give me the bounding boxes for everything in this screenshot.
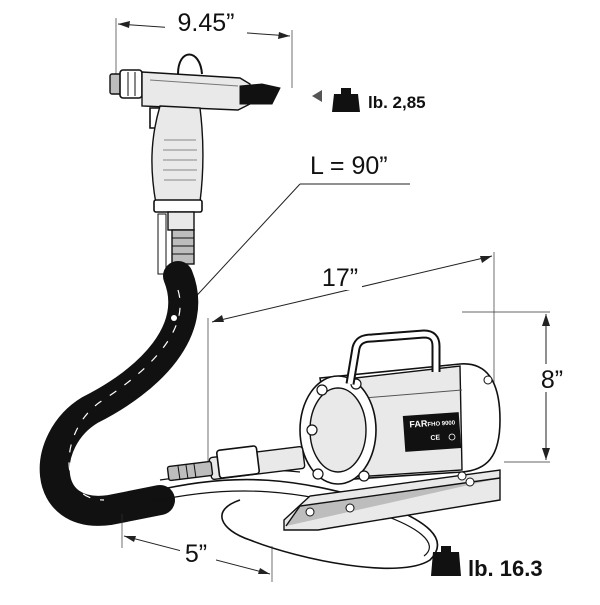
tool-length-dimension: 9.45”	[115, 8, 293, 88]
arrow-left-icon	[312, 90, 322, 102]
unit-length-dimension: 17”	[207, 252, 495, 462]
hydraulic-unit: FAR FHO 9000 CE	[166, 329, 501, 531]
unit-length-label: 17”	[322, 264, 358, 292]
tool-weight-label: lb. 2,85	[368, 93, 426, 112]
nameplate-model: FHO 9000	[427, 420, 456, 428]
hose-length-dimension: L = 90”	[175, 152, 410, 319]
riveter-tool	[109, 53, 281, 275]
weight-icon	[332, 88, 360, 112]
unit-weight-label: lb. 16.3	[468, 556, 543, 581]
unit-height-dimension: 8”	[462, 311, 570, 463]
unit-depth-label: 5”	[185, 540, 207, 568]
nameplate: FAR FHO 9000 CE	[402, 412, 462, 452]
unit-weight: lb. 16.3	[431, 546, 543, 581]
tool-length-label: 9.45”	[178, 9, 235, 37]
nameplate-brand: FAR	[409, 418, 428, 429]
weight-icon	[431, 546, 461, 576]
tool-weight: lb. 2,85	[312, 88, 426, 112]
unit-depth-dimension: 5”	[121, 514, 273, 582]
hose-length-label: L = 90”	[310, 152, 388, 180]
unit-height-label: 8”	[541, 366, 563, 394]
nameplate-mark: CE	[430, 434, 441, 442]
